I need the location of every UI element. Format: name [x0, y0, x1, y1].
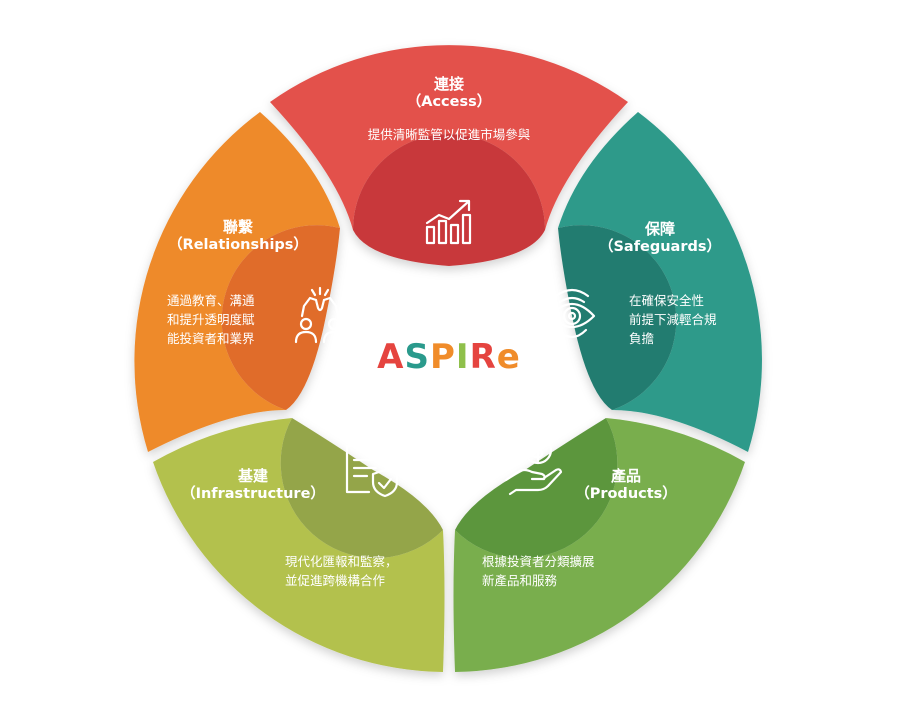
- segment-relationships: [134, 112, 340, 452]
- products-name: 產品: [610, 467, 642, 485]
- segment-access-shape: [270, 45, 628, 231]
- relationships-english: （Relationships）: [168, 237, 308, 253]
- title-letter: I: [455, 337, 470, 377]
- segment-access-inner: [353, 134, 545, 266]
- title-letter: P: [430, 337, 456, 377]
- products-english: （Products）: [575, 486, 677, 502]
- segment-safeguards-shape: [558, 112, 762, 452]
- infrastructure-name: 基建: [237, 467, 269, 485]
- safeguards-desc-line: 負擔: [629, 330, 655, 346]
- segment-infrastructure-inner: [280, 418, 443, 558]
- title-letter: e: [496, 337, 521, 377]
- safeguards-desc: 在確保安全性 前提下減輕合規 負擔: [629, 292, 717, 348]
- safeguards-english: （Safeguards）: [598, 239, 722, 255]
- infrastructure-english: （Infrastructure）: [181, 486, 325, 502]
- safeguards-desc-line: 前提下減輕合規: [629, 311, 717, 327]
- segment-access: [270, 45, 628, 266]
- safeguards-name: 保障: [644, 220, 676, 238]
- access-desc: 提供清晰監管以促進市場參與: [368, 126, 531, 145]
- segment-products: [453, 418, 745, 672]
- access-desc-line: 提供清晰監管以促進市場參與: [367, 127, 531, 142]
- infrastructure-desc: 現代化匯報和監察， 並促進跨機構合作: [285, 553, 398, 591]
- products-desc: 根據投資者分類擴展 新產品和服務: [482, 553, 595, 591]
- center-title: ASPIRe: [377, 337, 521, 377]
- shield-eye-icon: [548, 288, 596, 339]
- relationships-name: 聯繫: [222, 218, 254, 236]
- segment-products-shape: [453, 418, 745, 672]
- safeguards-desc-line: 在確保安全性: [629, 293, 705, 308]
- relationships-desc-line: 和提升透明度賦: [167, 311, 255, 327]
- high-five-icon: [294, 286, 346, 344]
- infrastructure-desc-line: 並促進跨機構合作: [285, 572, 386, 588]
- relationships-desc-line: 通過教育、溝通: [167, 293, 255, 308]
- segment-safeguards-inner: [558, 225, 677, 410]
- relationships-desc: 通過教育、溝通 和提升透明度賦 能投資者和業界: [167, 292, 255, 348]
- segment-relationships-inner: [221, 225, 340, 410]
- products-desc-line: 根據投資者分類擴展: [482, 554, 595, 569]
- title-letter: R: [469, 337, 497, 377]
- segment-products-inner: [455, 418, 618, 558]
- relationships-desc-line: 能投資者和業界: [167, 330, 255, 346]
- products-desc-line: 新產品和服務: [482, 572, 558, 588]
- title-letter: S: [404, 337, 430, 377]
- segment-infrastructure-shape: [153, 418, 445, 672]
- clipboard-shield-icon: [345, 439, 399, 498]
- segment-relationships-shape: [134, 112, 340, 452]
- segment-infrastructure: [153, 418, 445, 672]
- title-letter: A: [377, 337, 405, 377]
- growth-chart-icon: [425, 199, 472, 245]
- hand-dollar-icon: [504, 435, 563, 496]
- infrastructure-desc-line: 現代化匯報和監察，: [285, 554, 398, 569]
- segment-safeguards: [558, 112, 762, 452]
- access-english: （Access）: [406, 94, 492, 110]
- access-name: 連接: [433, 75, 465, 93]
